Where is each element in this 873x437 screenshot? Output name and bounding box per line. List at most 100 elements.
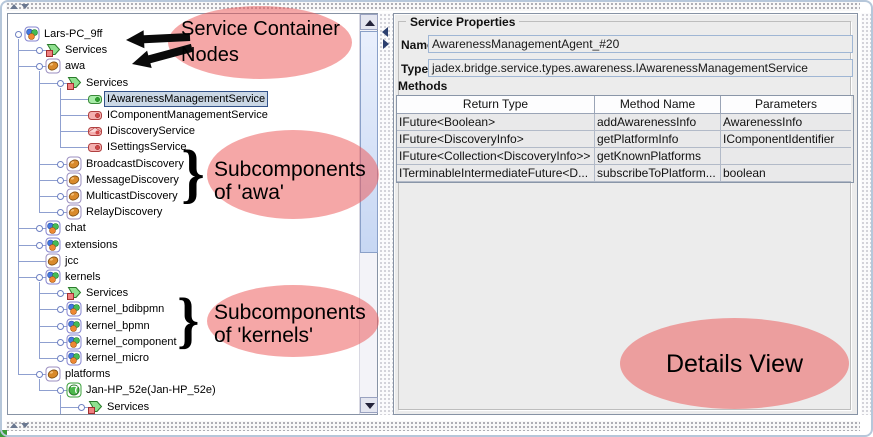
tree-details-split-divider[interactable]: [379, 13, 393, 415]
services-icon: [45, 42, 61, 58]
tree-connector-line: [39, 293, 67, 295]
bottom-split-divider[interactable]: [6, 421, 860, 431]
tree-row-label[interactable]: Lars-PC_9ff: [44, 28, 103, 40]
annotation-ellipse-details-view: [620, 318, 849, 409]
table-cell[interactable]: getKnownPlatforms: [595, 148, 721, 165]
tree-row-label[interactable]: kernels: [65, 271, 101, 283]
tree-row-label[interactable]: kernel_bdibpmn: [86, 303, 165, 316]
tree-expand-handle-collapsed[interactable]: [57, 290, 64, 298]
divider-collapse-up-icon[interactable]: [10, 423, 18, 428]
services-icon: [66, 285, 82, 301]
component-icon: [45, 366, 61, 382]
table-cell[interactable]: IFuture<DiscoveryInfo>: [397, 131, 595, 148]
tree-row-label[interactable]: IAwarenessManagementService: [104, 90, 269, 107]
table-header-cell[interactable]: Method Name: [595, 96, 721, 114]
tree-row-label[interactable]: MessageDiscovery: [86, 173, 179, 186]
cropped-icon-fragment: [0, 430, 7, 437]
tree-expand-handle-collapsed[interactable]: [57, 355, 64, 362]
table-cell[interactable]: [721, 148, 851, 165]
table-header-cell[interactable]: Parameters: [721, 96, 851, 114]
tree-row-label[interactable]: Services: [86, 76, 129, 89]
table-cell[interactable]: IComponentIdentifier: [721, 131, 851, 148]
tree-connector-line: [18, 39, 19, 375]
divider-collapse-left-icon[interactable]: [382, 27, 388, 37]
tree-connector-line: [60, 147, 88, 149]
scroll-thumb[interactable]: [360, 31, 378, 253]
tree-row-label[interactable]: BroadcastDiscovery: [86, 157, 184, 170]
tree-row-label[interactable]: awa: [65, 60, 86, 73]
service-red-icon: [87, 107, 103, 123]
tree-expand-handle-collapsed[interactable]: [57, 338, 64, 346]
tree-connector-line: [18, 260, 46, 262]
tree-row-label[interactable]: kernel_bpmn: [86, 319, 150, 332]
tree-connector-line: [18, 277, 46, 278]
service-red-folded-icon: [87, 123, 103, 139]
tree-row-label[interactable]: jcc: [65, 254, 79, 267]
tree-row-label[interactable]: kernel_micro: [86, 352, 149, 364]
tree-expand-handle-collapsed[interactable]: [57, 322, 64, 330]
tree-row-label[interactable]: IDiscoveryService: [107, 125, 196, 138]
divider-collapse-down-icon[interactable]: [21, 4, 29, 9]
table-cell[interactable]: IFuture<Collection<DiscoveryInfo>>: [397, 148, 595, 165]
tree-expand-handle-expanded[interactable]: [36, 371, 43, 379]
table-cell[interactable]: getPlatformInfo: [595, 131, 721, 148]
platform-icon: [66, 301, 82, 317]
tree-expand-handle-collapsed[interactable]: [57, 306, 64, 314]
annotation-service-container-text: Service Container Nodes: [181, 18, 340, 66]
tree-expand-handle-collapsed[interactable]: [78, 403, 85, 411]
tree-expand-handle-collapsed[interactable]: [36, 225, 43, 233]
tree-expand-handle-expanded[interactable]: [36, 274, 43, 281]
tree-expand-handle-expanded[interactable]: [57, 387, 64, 395]
tree-expand-handle-collapsed[interactable]: [36, 241, 43, 249]
tree-expand-handle-collapsed[interactable]: [57, 176, 64, 184]
tree-row-label[interactable]: MulticastDiscovery: [86, 190, 178, 202]
name-field[interactable]: AwarenessManagementAgent_#20: [428, 35, 853, 53]
tree-expand-handle-expanded[interactable]: [36, 63, 43, 71]
tree-expand-handle-collapsed[interactable]: [57, 209, 64, 217]
table-cell[interactable]: boolean: [721, 165, 851, 182]
divider-collapse-down-icon[interactable]: [21, 423, 29, 428]
tree-row-label[interactable]: Services: [86, 287, 129, 300]
tree-row-label[interactable]: chat: [65, 222, 86, 235]
table-cell[interactable]: ITerminableIntermediateFuture<D...: [397, 165, 595, 182]
tree-connector-line: [39, 379, 40, 391]
platform-icon: [66, 350, 82, 366]
table-cell[interactable]: addAwarenessInfo: [595, 114, 721, 131]
table-header-cell[interactable]: Return Type: [397, 96, 595, 114]
divider-collapse-up-icon[interactable]: [10, 4, 18, 9]
tree-expand-handle-collapsed[interactable]: [36, 47, 43, 55]
platform-icon: [45, 269, 61, 285]
tree-expand-handle-expanded[interactable]: [57, 79, 64, 87]
type-label: Type: [401, 62, 429, 76]
table-cell[interactable]: AwarenessInfo: [721, 114, 851, 131]
table-cell[interactable]: subscribeToPlatform...: [595, 165, 721, 182]
tree-connector-line: [18, 244, 46, 246]
tree-row-label[interactable]: ISettingsService: [107, 141, 187, 154]
type-field[interactable]: jadex.bridge.service.types.awareness.IAw…: [428, 59, 853, 77]
table-cell[interactable]: IFuture<Boolean>: [397, 114, 595, 131]
vertical-scrollbar[interactable]: [359, 14, 378, 414]
tree-row-label[interactable]: platforms: [65, 368, 111, 381]
scroll-down-button[interactable]: [360, 397, 378, 413]
tree-row-label[interactable]: kernel_component: [86, 335, 177, 348]
tree-row-label[interactable]: IComponentManagementService: [107, 109, 268, 121]
tree-expand-handle-collapsed[interactable]: [57, 160, 64, 168]
top-split-divider[interactable]: [6, 2, 860, 11]
annotation-ellipse-subcomponents-kernels: [207, 285, 379, 357]
right-split-divider[interactable]: [861, 13, 871, 415]
tree-row-label[interactable]: extensions: [65, 238, 118, 251]
service-red-icon: [87, 139, 103, 155]
scroll-up-button[interactable]: [360, 14, 378, 30]
tree-row-label[interactable]: Jan-HP_52e(Jan-HP_52e): [86, 384, 216, 397]
tree-row-label[interactable]: RelayDiscovery: [86, 206, 163, 219]
component-icon: [45, 58, 61, 74]
tree-connector-line: [39, 179, 67, 181]
tree-row-label[interactable]: Services: [65, 44, 108, 57]
tree-row-label[interactable]: Services: [107, 400, 150, 413]
divider-collapse-right-icon[interactable]: [383, 39, 389, 49]
tree-expand-handle-expanded[interactable]: [15, 31, 22, 38]
platform-icon: [66, 318, 82, 334]
tree-expand-handle-collapsed[interactable]: [57, 193, 64, 200]
